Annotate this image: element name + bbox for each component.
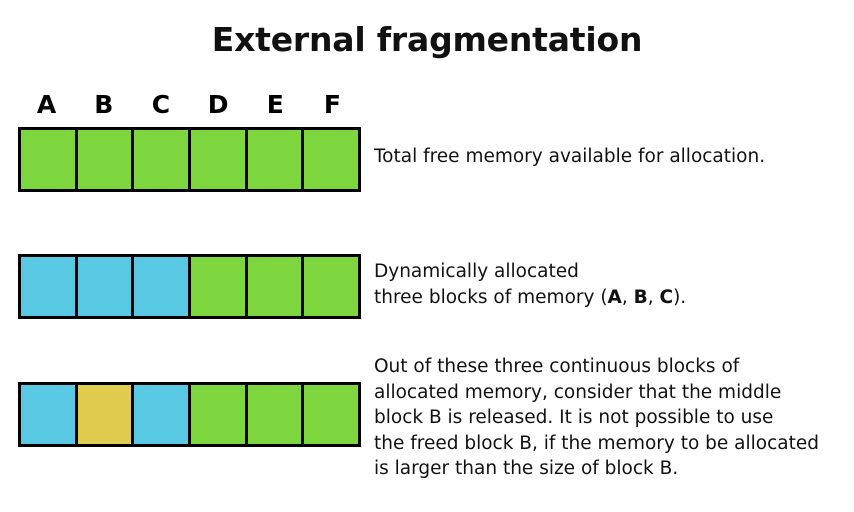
caption-line: Out of these three continuous blocks of — [374, 356, 740, 377]
caption-line: Total free memory available for allocati… — [374, 146, 766, 167]
block-label-f: F — [323, 90, 341, 119]
caption-text: , — [621, 286, 634, 308]
caption-emphasis: C — [659, 286, 674, 308]
block-label-e: E — [266, 90, 284, 119]
caption-line: three blocks of memory (A, B, C). — [374, 285, 852, 311]
memory-cell-free — [191, 130, 248, 189]
caption-line: allocated memory, consider that the midd… — [374, 381, 782, 403]
memory-cell-allocated — [21, 385, 78, 444]
memory-cell-free — [247, 385, 305, 444]
memory-cell-released — [77, 385, 135, 444]
caption-text: three blocks of memory ( — [374, 286, 608, 308]
caption-block-b-released: Out of these three continuous blocks of a… — [374, 354, 852, 482]
memory-row-block-b-released — [18, 382, 361, 447]
memory-cell-allocated — [134, 385, 192, 444]
block-label-d: D — [207, 90, 229, 119]
block-label-a: A — [36, 90, 57, 119]
caption-dynamically-allocated: Dynamically allocated three blocks of mem… — [374, 259, 852, 310]
memory-cell-free — [304, 257, 359, 316]
block-label-c: C — [151, 90, 171, 119]
block-label-b: B — [94, 90, 114, 119]
caption-line: the freed block B, if the memory to be a… — [374, 432, 819, 454]
memory-cell-free — [304, 130, 359, 189]
memory-cell-free — [191, 257, 248, 316]
memory-cell-free — [77, 130, 135, 189]
memory-cell-allocated — [77, 257, 135, 316]
memory-cell-free — [134, 130, 192, 189]
memory-cell-free — [247, 130, 305, 189]
memory-row-dynamically-allocated — [18, 254, 361, 319]
caption-line: block B is released. It is not possible … — [374, 407, 774, 428]
memory-row-total-free — [18, 127, 361, 192]
caption-line: is larger than the size of block B. — [374, 458, 679, 479]
memory-cell-free — [191, 385, 248, 444]
memory-cell-allocated — [21, 257, 78, 316]
memory-cell-allocated — [134, 257, 192, 316]
memory-cell-free — [304, 385, 359, 444]
block-label-strip: A B C D E F — [18, 90, 361, 120]
memory-cell-free — [247, 257, 305, 316]
caption-text: ). — [673, 286, 687, 308]
caption-emphasis: A — [607, 286, 622, 308]
caption-total-free-memory: Total free memory available for allocati… — [374, 144, 852, 170]
caption-line: Dynamically allocated — [374, 261, 579, 282]
caption-emphasis: B — [633, 286, 648, 308]
caption-text: , — [647, 286, 660, 308]
page-title: External fragmentation — [211, 20, 643, 59]
memory-cell-free — [21, 130, 78, 189]
